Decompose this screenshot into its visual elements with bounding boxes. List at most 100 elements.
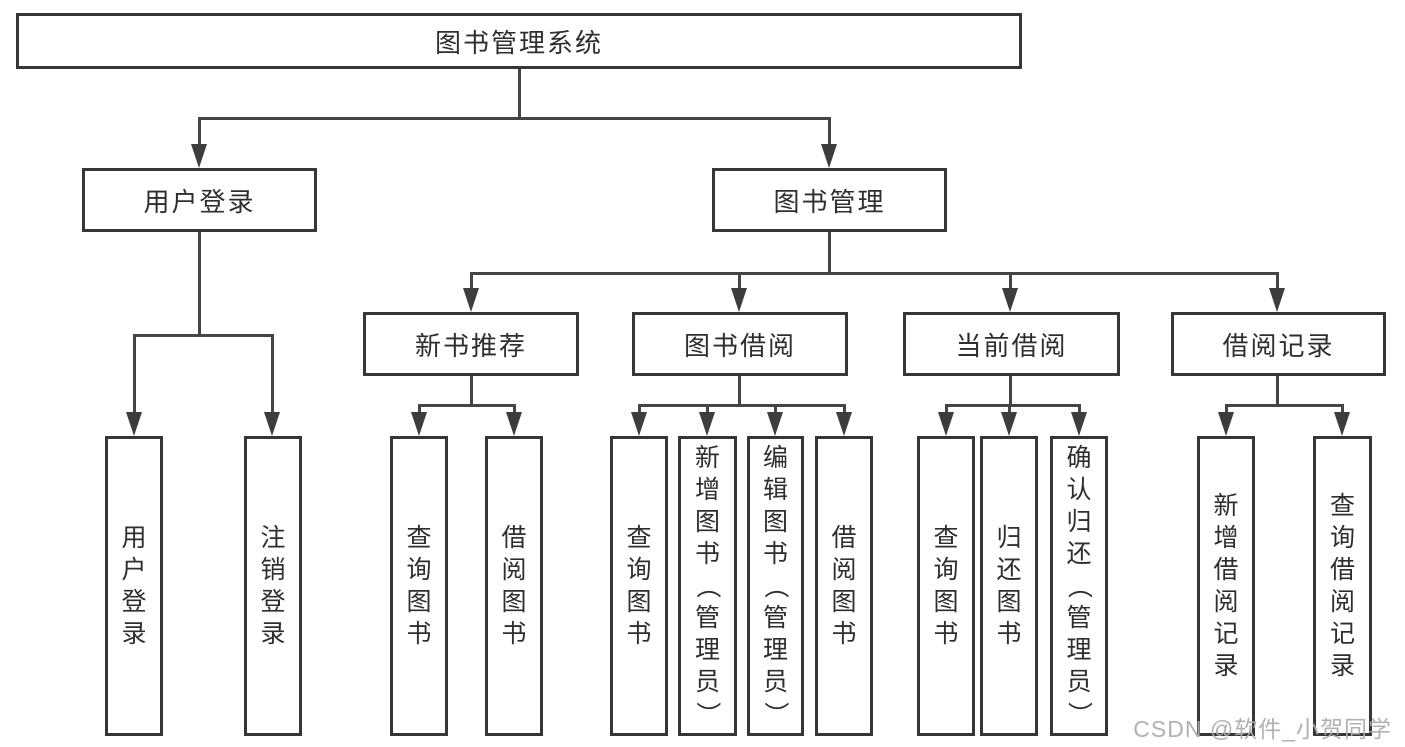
leaf-label-char: ） [693, 701, 722, 727]
leaf-query-books-current: 查询图书 [917, 436, 975, 736]
connector-line [1341, 404, 1344, 414]
leaf-label-char: 借 [1213, 556, 1239, 584]
leaf-label-char: 阅 [1329, 588, 1355, 616]
leaf-confirm-return-admin: 确认归还（管理员） [1050, 436, 1108, 736]
connector-line [828, 117, 831, 147]
connector-line [638, 404, 641, 414]
connector-line [513, 404, 516, 414]
connector-line [271, 334, 274, 412]
connector-line [198, 117, 830, 120]
node-library-management-system: 图书管理系统 [16, 13, 1022, 69]
connector-line [945, 404, 1081, 407]
leaf-label-char: 管 [1066, 604, 1092, 632]
leaf-label-char: 还 [1066, 540, 1092, 568]
leaf-label-char: 管 [694, 604, 720, 632]
leaf-label-char: 询 [933, 556, 959, 584]
leaf-label-char: 询 [1329, 524, 1355, 552]
leaf-return-books: 归还图书 [980, 436, 1038, 736]
leaf-edit-book-admin: 编辑图书（管理员） [747, 436, 804, 736]
connector-line [133, 334, 274, 337]
leaf-label-char: 查 [626, 524, 652, 552]
leaf-label-char: 管 [762, 604, 788, 632]
connector-line [418, 404, 516, 407]
connector-line [470, 272, 1279, 275]
leaf-label-char: 询 [406, 556, 432, 584]
arrowhead-icon [1001, 412, 1017, 436]
leaf-label-char: 理 [762, 636, 788, 664]
leaf-label-char: 录 [260, 620, 286, 648]
connector-line [1276, 376, 1279, 406]
connector-line [706, 404, 709, 414]
leaf-label-char: 员 [762, 668, 788, 696]
leaf-label-char: 询 [626, 556, 652, 584]
leaf-label-char: 借 [1329, 556, 1355, 584]
leaf-label-char: 图 [762, 508, 788, 536]
node-borrowing-records: 借阅记录 [1171, 312, 1386, 376]
leaf-label-char: 查 [406, 524, 432, 552]
leaf-user-login: 用户登录 [105, 436, 163, 736]
leaf-label-char: 注 [260, 524, 286, 552]
node-label: 图书管理系统 [434, 27, 603, 58]
leaf-label-char: 编 [762, 444, 788, 472]
watermark: CSDN @软件_小贺同学 [1133, 716, 1392, 742]
leaf-label-char: ） [761, 701, 790, 727]
leaf-label-char: 书 [933, 620, 959, 648]
leaf-label-char: 书 [831, 620, 857, 648]
connector-line [1225, 404, 1228, 414]
leaf-label-char: 用 [121, 524, 147, 552]
connector-line [945, 404, 948, 414]
arrowhead-icon [1002, 288, 1018, 312]
leaf-label-char: 借 [501, 524, 527, 552]
leaf-borrow-books-recommendation: 借阅图书 [485, 436, 543, 736]
connector-line [1009, 376, 1012, 406]
leaf-label-char: 理 [1066, 636, 1092, 664]
arrowhead-icon [631, 412, 647, 436]
leaf-label-char: 增 [1213, 524, 1239, 552]
arrowhead-icon [938, 412, 954, 436]
leaf-label-char: （ [1065, 573, 1093, 599]
connector-line [1078, 404, 1081, 414]
node-book-management: 图书管理 [712, 168, 947, 232]
connector-line [470, 272, 473, 290]
connector-line [638, 404, 846, 407]
leaf-label-char: 图 [694, 508, 720, 536]
leaf-logout: 注销登录 [244, 436, 302, 736]
leaf-label-char: 阅 [501, 556, 527, 584]
connector-line [843, 404, 846, 414]
arrowhead-icon [264, 412, 280, 436]
arrowhead-icon [836, 412, 852, 436]
leaf-label-char: 确 [1066, 444, 1092, 472]
leaf-label-char: 新 [694, 444, 720, 472]
node-current-borrowing: 当前借阅 [903, 312, 1120, 376]
leaf-label-char: 录 [1213, 652, 1239, 680]
connector-line [470, 376, 473, 406]
connector-line [738, 376, 741, 406]
leaf-label-char: 查 [933, 524, 959, 552]
leaf-label-char: 登 [260, 588, 286, 616]
node-label: 新书推荐 [414, 330, 527, 361]
leaf-label-char: （ [761, 573, 790, 599]
leaf-label-char: 录 [121, 620, 147, 648]
leaf-label-char: 阅 [831, 556, 857, 584]
leaf-label-char: 员 [694, 668, 720, 696]
leaf-borrow-books-borrowing: 借阅图书 [815, 436, 873, 736]
leaf-label-char: 图 [933, 588, 959, 616]
leaf-label-char: 录 [1329, 652, 1355, 680]
leaf-label-char: 记 [1329, 620, 1355, 648]
leaf-label-char: 记 [1213, 620, 1239, 648]
arrowhead-icon [1218, 412, 1234, 436]
node-label: 当前借阅 [955, 330, 1068, 361]
node-label: 借阅记录 [1222, 330, 1335, 361]
leaf-label-char: 辑 [762, 476, 788, 504]
leaf-label-char: 新 [1213, 492, 1239, 520]
arrowhead-icon [411, 412, 427, 436]
connector-line [1276, 272, 1279, 290]
leaf-label-char: 还 [996, 556, 1022, 584]
node-label: 用户登录 [143, 186, 256, 217]
arrowhead-icon [1071, 412, 1087, 436]
connector-line [418, 404, 421, 414]
leaf-label-char: 借 [831, 524, 857, 552]
connector-line [198, 232, 201, 337]
leaf-label-char: 登 [121, 588, 147, 616]
leaf-label-char: 户 [121, 556, 147, 584]
